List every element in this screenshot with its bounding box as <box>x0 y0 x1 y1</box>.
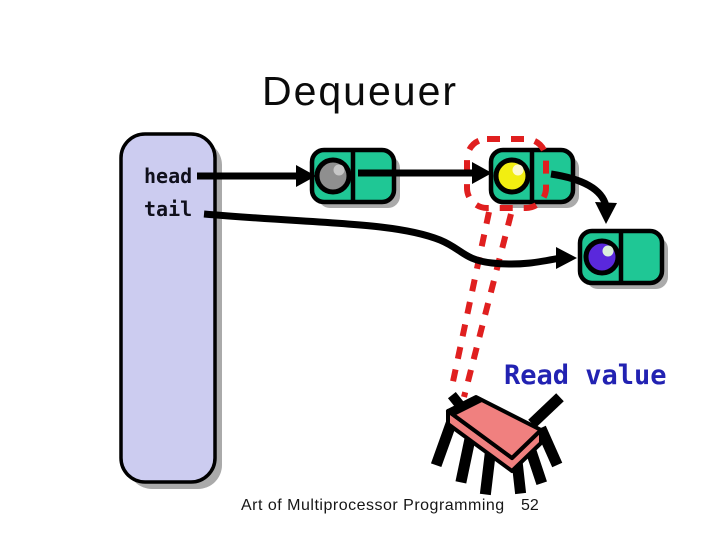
node2-next-arrow <box>550 170 617 224</box>
pointer-box <box>119 132 217 484</box>
chip-back-edge <box>448 397 484 415</box>
purple-ball-highlight <box>602 245 614 257</box>
highlight-callout-line-left <box>448 211 492 392</box>
head-arrowhead-icon <box>296 165 316 187</box>
gray-ball-icon <box>314 157 352 195</box>
queue-node-2 <box>488 147 576 205</box>
dequeue-highlight-outline <box>464 136 549 211</box>
head-label: head <box>144 164 193 188</box>
read-value-annotation: Read value <box>504 360 667 391</box>
purple-ball-icon <box>583 238 621 276</box>
queue-node-1 <box>309 147 397 205</box>
yellow-ball-highlight <box>512 164 524 176</box>
head-arrow <box>197 165 316 187</box>
node1-next-arrowhead-icon <box>472 162 492 184</box>
slide-title: Dequeuer <box>261 68 459 114</box>
gray-ball-highlight <box>333 164 345 176</box>
queue-node-3 <box>577 228 665 286</box>
footer-page-number: 52 <box>521 497 539 514</box>
tail-arrow <box>203 210 577 269</box>
chip-top-face <box>446 395 543 460</box>
footer-course-title: Art of Multiprocessor Programming <box>241 497 505 514</box>
cpu-chip-icon <box>430 391 564 496</box>
node1-next-arrow <box>358 162 492 184</box>
tail-label: tail <box>144 197 193 221</box>
highlight-callout-line-right <box>461 213 514 398</box>
tail-arrowhead-icon <box>556 247 577 269</box>
yellow-ball-icon <box>493 157 531 195</box>
node2-next-arrowhead-icon <box>595 202 617 224</box>
